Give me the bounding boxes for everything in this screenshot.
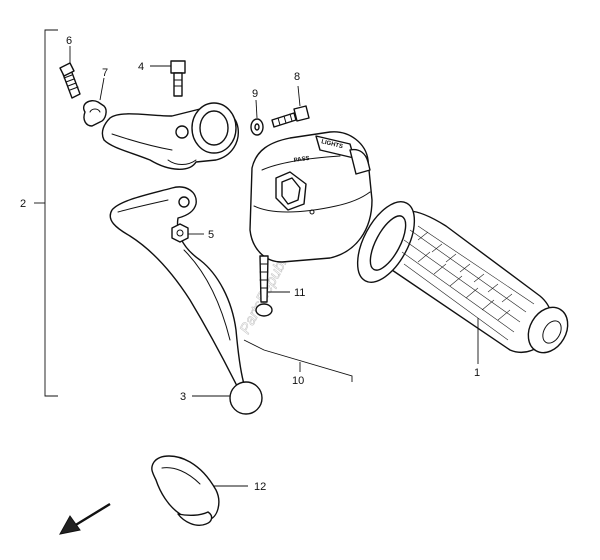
pivot-bolt-part-4	[170, 60, 186, 97]
nut-part-5	[171, 223, 189, 243]
callout-4: 4	[138, 61, 144, 73]
lever-part-3	[109, 186, 263, 415]
callout-8: 8	[294, 71, 300, 83]
screw-part-11	[255, 255, 273, 317]
washer-part-9	[250, 118, 264, 136]
callout-12: 12	[254, 481, 266, 493]
callout-10: 10	[292, 375, 304, 387]
leader-8	[297, 85, 301, 107]
direction-arrow-icon	[59, 502, 111, 535]
switch-housing: LIGHTS PASS	[249, 131, 373, 263]
grip-part-1	[356, 201, 569, 354]
leader-9	[255, 99, 258, 119]
lever-holder	[101, 102, 239, 170]
cover-part-12	[151, 455, 220, 526]
callout-6: 6	[66, 35, 72, 47]
assembly-bracket	[44, 29, 58, 397]
leader-7	[99, 77, 105, 101]
callout-1: 1	[474, 367, 480, 379]
screw-part-6	[59, 62, 81, 99]
callout-2: 2	[20, 198, 26, 210]
callout-3: 3	[180, 391, 186, 403]
sub-assembly-bracket	[243, 339, 353, 382]
callout-7: 7	[102, 67, 108, 79]
clip-part-7	[83, 100, 107, 127]
lights-label: LIGHTS	[321, 139, 344, 150]
callout-11: 11	[294, 287, 305, 299]
pass-label: PASS	[293, 156, 310, 164]
screw-part-8	[271, 105, 310, 128]
callout-5: 5	[208, 229, 214, 241]
callout-9: 9	[252, 88, 258, 100]
